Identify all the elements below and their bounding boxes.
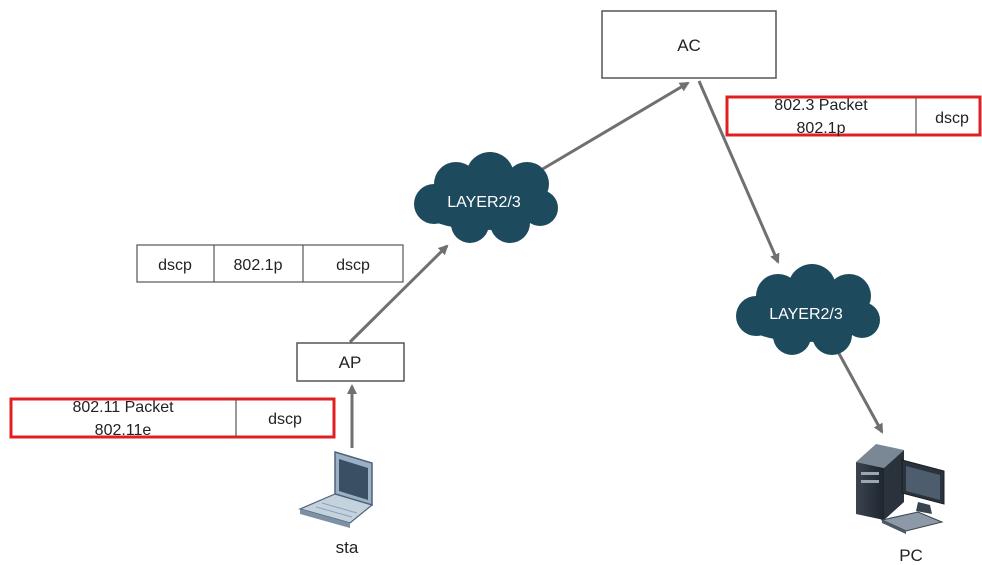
tunnel-field-8021p: 802.1p [234,257,283,274]
ap-label: AP [339,353,362,372]
tunnel-field-dscp-inner: dscp [336,257,370,274]
wireless-packet-type: 802.11 Packet [72,399,174,416]
pc-label: PC [899,546,923,565]
wired-packet-dscp: dscp [935,110,969,127]
connection-arrows [347,80,884,448]
ap-node: AP [296,342,405,382]
layer2-3-cloud-right: LAYER2/3 [736,264,880,355]
arrow-cloud-to-pc [834,347,884,434]
cloud-right-label: LAYER2/3 [769,306,843,323]
cloud-icon [736,264,880,355]
cloud-icon [414,152,558,243]
wired-packet-type: 802.3 Packet [774,97,868,114]
wired-packet: 802.3 Packet 802.1p dscp [725,95,982,137]
wired-packet-priority: 802.1p [797,120,846,137]
pc-node: PC [856,444,945,565]
wireless-packet-dscp: dscp [268,411,302,428]
tunnel-field-dscp-outer: dscp [158,257,192,274]
ac-label: AC [677,36,701,55]
sta-label: sta [336,538,359,557]
laptop-icon [298,450,374,528]
wireless-packet: 802.11 Packet 802.11e dscp [9,397,336,439]
ac-node: AC [601,10,777,79]
arrow-cloud-to-ac [518,81,690,185]
arrow-ap-to-cloud [348,244,449,344]
arrow-ac-to-cloud [697,80,780,264]
layer2-3-cloud-left: LAYER2/3 [414,152,558,243]
wireless-packet-priority: 802.11e [95,422,152,439]
desktop-computer-icon [856,444,945,534]
cloud-left-label: LAYER2/3 [447,194,521,211]
tunnel-packet: dscp 802.1p dscp [136,244,404,283]
sta-node: sta [298,450,374,557]
